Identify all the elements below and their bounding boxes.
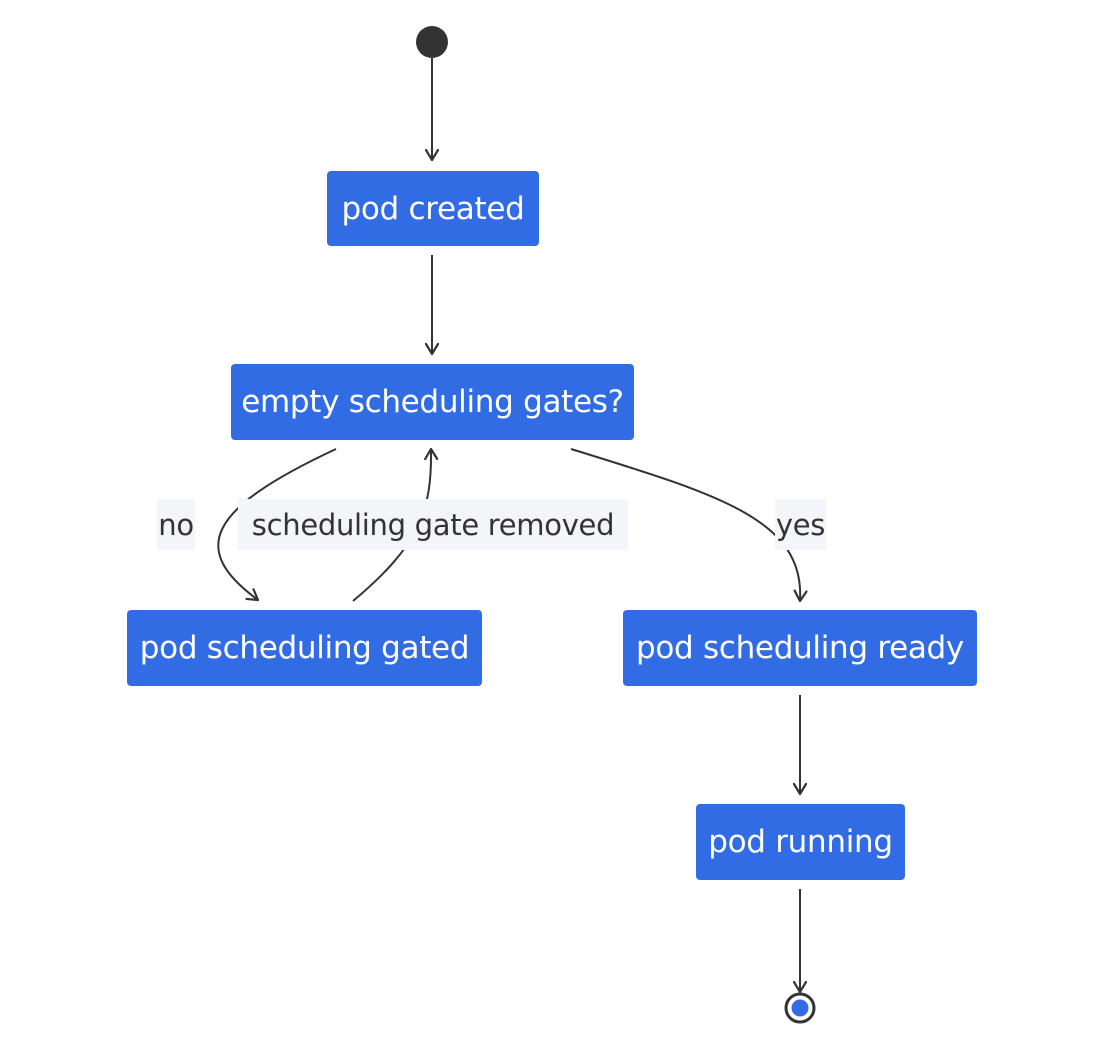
edge-label-scheduling-gate-removed: scheduling gate removed: [238, 499, 628, 550]
end-state-marker: [784, 992, 816, 1024]
state-pod-scheduling-ready[interactable]: pod scheduling ready: [623, 610, 977, 686]
state-empty-scheduling-gates[interactable]: empty scheduling gates?: [231, 364, 634, 440]
edge-label-yes: yes: [775, 499, 826, 550]
state-pod-created[interactable]: pod created: [327, 171, 539, 246]
edge-gates-to-ready: [570, 448, 800, 601]
start-state-marker: [416, 26, 448, 58]
edge-gates-to-gated: [217, 448, 337, 600]
edge-label-no: no: [157, 499, 195, 550]
state-pod-running[interactable]: pod running: [696, 804, 905, 880]
state-pod-scheduling-gated[interactable]: pod scheduling gated: [127, 610, 482, 686]
